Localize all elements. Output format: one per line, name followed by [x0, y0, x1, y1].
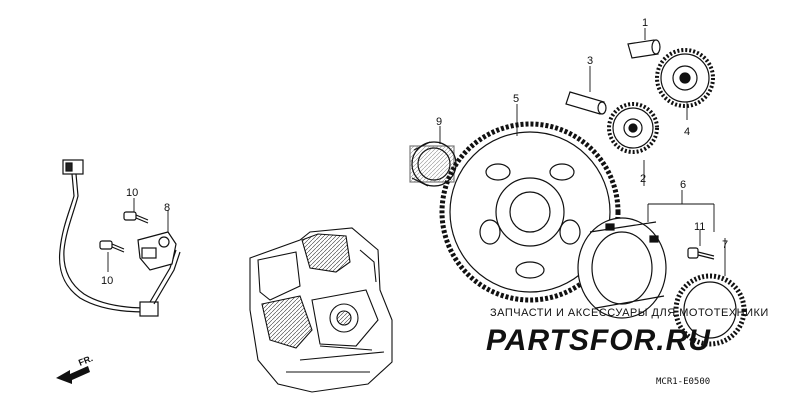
- idle-gear-4: [655, 48, 715, 108]
- part-label-2: 2: [640, 173, 646, 185]
- watermark: ЗАПЧАСТИ И АКСЕССУАРЫ ДЛЯ МОТОТЕХНИКИ PA…: [486, 307, 769, 357]
- watermark-line2: PARTSFOR.RU: [486, 324, 711, 357]
- engine-block: [249, 227, 393, 393]
- part-label-1: 1: [642, 17, 648, 29]
- reduction-gear-2: [607, 102, 659, 154]
- bolt-11: [687, 247, 715, 260]
- part-label-3: 3: [587, 55, 593, 67]
- part-label-5: 5: [513, 93, 519, 105]
- part-label-7: 7: [722, 239, 728, 251]
- part-label-8: 8: [164, 202, 170, 214]
- diagram-code: MCR1-E0500: [656, 377, 710, 387]
- clutch-housing: [577, 217, 667, 319]
- part-label-6: 6: [680, 179, 686, 191]
- front-arrow-icon: [56, 366, 90, 384]
- part-label-4: 4: [684, 126, 690, 138]
- part-label-11: 11: [694, 221, 705, 233]
- shaft-pin-3: [565, 91, 607, 115]
- front-direction-marker: FR.: [56, 353, 94, 384]
- part-label-10-upper: 10: [126, 187, 138, 199]
- part-labels: 1 2 3 4 5 6 7 8 9 10 10 11: [101, 17, 728, 287]
- part-label-9: 9: [436, 116, 442, 128]
- bolt-10-upper: [123, 211, 149, 224]
- bolt-10-lower: [99, 240, 125, 253]
- sensor-cable-assembly: [58, 159, 181, 317]
- front-direction-label: FR.: [77, 353, 94, 368]
- needle-bearing: [409, 141, 457, 187]
- one-way-clutch: [673, 273, 747, 347]
- watermark-line1: ЗАПЧАСТИ И АКСЕССУАРЫ ДЛЯ МОТОТЕХНИКИ: [490, 307, 769, 319]
- sensor-bracket: [137, 231, 177, 271]
- shaft-pin-1: [627, 39, 661, 59]
- leader-lines: [107, 28, 726, 276]
- large-starter-gear: [439, 121, 621, 303]
- part-label-10-lower: 10: [101, 275, 113, 287]
